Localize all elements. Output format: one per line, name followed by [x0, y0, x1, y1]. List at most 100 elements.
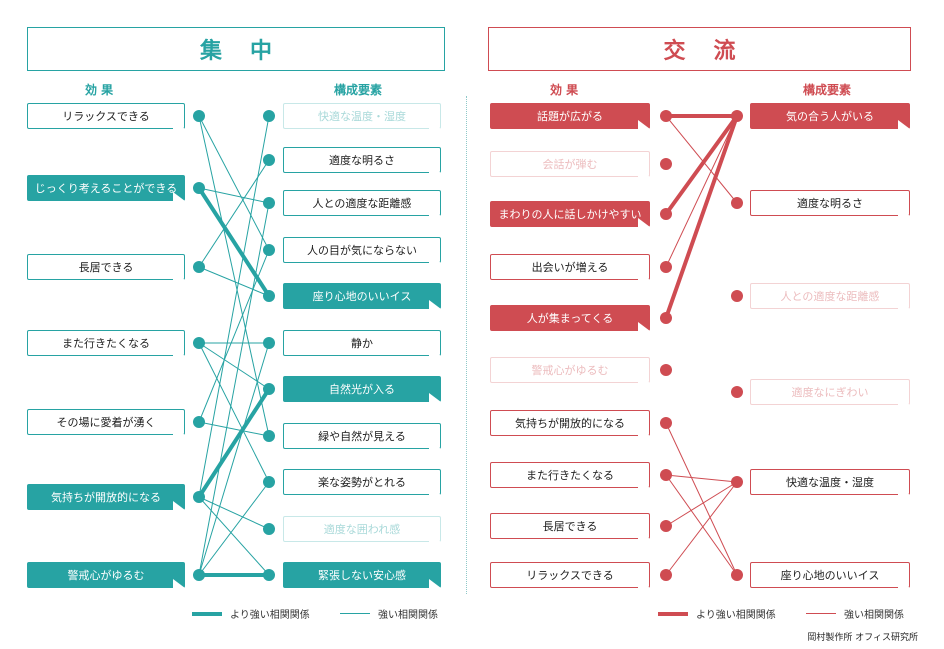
- correlation-line: [665, 422, 738, 576]
- page-curl-icon: [173, 120, 185, 129]
- element-dot: [731, 290, 743, 302]
- effect-dot: [660, 364, 672, 376]
- effect-box: 長居できる: [27, 254, 185, 280]
- legend-thin-line: [340, 613, 370, 614]
- effect-box-label: リラックスできる: [62, 110, 150, 123]
- element-dot: [731, 569, 743, 581]
- legend-thick-line: [658, 611, 688, 616]
- element-box-label: 楽な姿勢がとれる: [318, 476, 406, 489]
- element-dot: [263, 244, 275, 256]
- element-box: 適度なにぎわい: [750, 379, 910, 405]
- correlation-line: [665, 474, 738, 483]
- correlation-line: [198, 159, 270, 268]
- element-box: 静か: [283, 330, 441, 356]
- effect-box: じっくり考えることができる: [27, 175, 185, 201]
- effect-box-label: 会話が弾む: [542, 158, 598, 171]
- page-curl-icon: [429, 300, 441, 309]
- effect-dot: [660, 417, 672, 429]
- page-curl-icon: [173, 192, 185, 201]
- correlation-line: [198, 342, 270, 576]
- element-box-label: 緑や自然が見える: [318, 430, 406, 443]
- effect-box-label: また行きたくなる: [526, 469, 614, 482]
- correlation-line: [198, 421, 270, 437]
- element-dot: [263, 154, 275, 166]
- effect-box: 気持ちが開放的になる: [490, 410, 650, 436]
- element-dot: [263, 290, 275, 302]
- element-box-label: 適度な明るさ: [329, 154, 395, 167]
- correlation-line: [665, 481, 738, 527]
- effect-dot: [660, 569, 672, 581]
- strong-correlation-line: [197, 387, 271, 499]
- element-dot: [263, 569, 275, 581]
- page-curl-icon: [898, 486, 910, 495]
- element-box: 適度な明るさ: [283, 147, 441, 173]
- element-dot: [731, 197, 743, 209]
- page-curl-icon: [638, 120, 650, 129]
- right-legend-normal: 強い相関関係: [806, 606, 904, 621]
- page-curl-icon: [429, 207, 441, 216]
- page-curl-icon: [898, 300, 910, 309]
- page-curl-icon: [173, 426, 185, 435]
- element-box-label: 適度な明るさ: [797, 197, 863, 210]
- correlation-line: [198, 342, 270, 390]
- effect-dot: [193, 491, 205, 503]
- strong-correlation-line: [664, 114, 739, 320]
- left-elements-heading: 構成要素: [334, 83, 383, 97]
- legend-thin-line: [806, 613, 836, 614]
- effect-dot: [660, 312, 672, 324]
- element-box-label: 座り心地のいいイス: [312, 290, 412, 303]
- correlation-line: [198, 249, 270, 423]
- effect-box: また行きたくなる: [490, 462, 650, 488]
- effect-box-label: その場に愛着が湧く: [56, 416, 156, 429]
- effect-box-label: 出会いが増える: [531, 261, 609, 274]
- page-curl-icon: [429, 579, 441, 588]
- effect-box: 長居できる: [490, 513, 650, 539]
- correlation-line: [198, 115, 270, 251]
- effect-dot: [660, 208, 672, 220]
- strong-correlation-line: [197, 186, 271, 298]
- legend-label: 強い相関関係: [844, 610, 904, 621]
- effect-dot: [660, 158, 672, 170]
- credit-text: 岡村製作所 オフィス研究所: [807, 633, 918, 643]
- element-box-label: 座り心地のいいイス: [780, 569, 880, 582]
- page-curl-icon: [638, 168, 650, 177]
- correlation-line: [198, 342, 270, 483]
- page-curl-icon: [429, 393, 441, 402]
- strong-correlation-line: [664, 114, 739, 216]
- effect-box: 出会いが増える: [490, 254, 650, 280]
- element-box: 楽な姿勢がとれる: [283, 469, 441, 495]
- legend-thick-line: [192, 611, 222, 616]
- panel-title-interaction: 交流: [488, 27, 911, 71]
- legend-label: 強い相関関係: [378, 610, 438, 621]
- left-legend-normal: 強い相関関係: [340, 606, 438, 621]
- effect-dot: [193, 569, 205, 581]
- page-curl-icon: [429, 533, 441, 542]
- page-curl-icon: [173, 501, 185, 510]
- effect-box: 会話が弾む: [490, 151, 650, 177]
- correlation-line: [665, 474, 738, 576]
- effect-box: 人が集まってくる: [490, 305, 650, 331]
- element-box: 適度な囲われ感: [283, 516, 441, 542]
- element-dot: [263, 523, 275, 535]
- page-curl-icon: [638, 374, 650, 383]
- effect-dot: [660, 469, 672, 481]
- element-box: 自然光が入る: [283, 376, 441, 402]
- effect-box-label: 人が集まってくる: [526, 312, 614, 325]
- element-dot: [731, 386, 743, 398]
- page-curl-icon: [429, 440, 441, 449]
- effect-box-label: 長居できる: [78, 261, 134, 274]
- page-curl-icon: [638, 427, 650, 436]
- right-elements-heading: 構成要素: [803, 83, 852, 97]
- page-curl-icon: [429, 486, 441, 495]
- element-box-label: 緊張しない安心感: [318, 569, 406, 582]
- effect-box-label: 気持ちが開放的になる: [515, 417, 625, 430]
- page-curl-icon: [898, 396, 910, 405]
- element-box: 緊張しない安心感: [283, 562, 441, 588]
- element-dot: [263, 383, 275, 395]
- effect-box: 警戒心がゆるむ: [490, 357, 650, 383]
- element-box-label: 適度な囲われ感: [323, 523, 401, 536]
- effect-box: その場に愛着が湧く: [27, 409, 185, 435]
- correlation-line: [198, 481, 270, 576]
- element-box-label: 人との適度な距離感: [312, 197, 412, 210]
